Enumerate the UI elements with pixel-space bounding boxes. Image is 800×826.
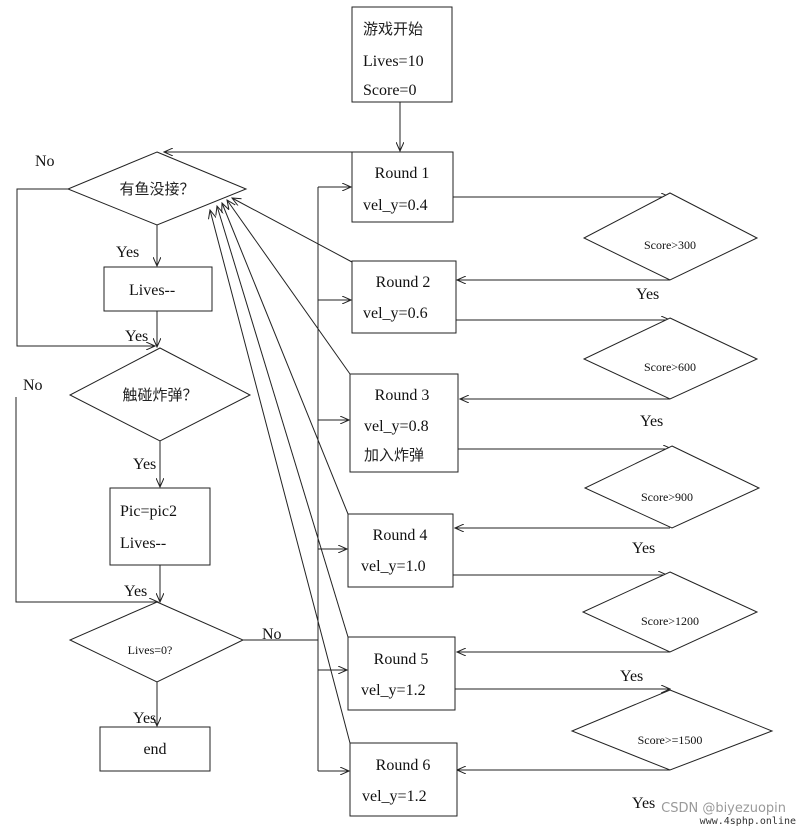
- edges: [15, 102, 672, 771]
- edge-round4-fish: [222, 203, 349, 515]
- label-pic-yes: Yes: [124, 583, 147, 600]
- label-fish-yes: Yes: [116, 244, 139, 261]
- score-check-1: Score>300: [582, 192, 759, 281]
- watermark: CSDN @biyezuopin www.4sphp.online: [661, 801, 796, 826]
- round-5-speed: vel_y=1.2: [361, 682, 426, 699]
- round-5: Round 5 vel_y=1.2: [347, 636, 456, 711]
- label-yes-livesminus: Yes: [125, 328, 148, 345]
- start-node: 游戏开始 Lives=10 Score=0: [351, 6, 453, 103]
- round-2-speed: vel_y=0.6: [363, 305, 428, 322]
- lives-decision: Lives=0?: [68, 601, 245, 683]
- score-check-5: Score>=1500: [570, 689, 774, 771]
- round-1-title: Round 1: [375, 165, 430, 182]
- round-3-speed: vel_y=0.8: [364, 418, 429, 435]
- score-check-4: Score>1200: [581, 571, 759, 653]
- score-check-5-label: Score>=1500: [638, 733, 703, 747]
- round-1-speed: vel_y=0.4: [363, 197, 428, 214]
- edge-round2-fish: [232, 198, 353, 263]
- bomb-decision: 触碰炸弹？: [68, 347, 252, 442]
- lives-minus-node: Lives--: [103, 266, 213, 312]
- pic-node: Pic=pic2 Lives--: [109, 487, 211, 566]
- round-4-title: Round 4: [373, 527, 428, 544]
- label-fish-no: No: [35, 153, 55, 170]
- watermark-sub: www.4sphp.online: [700, 816, 796, 826]
- label-score900-yes: Yes: [632, 540, 655, 557]
- edge-fish-no: [16, 188, 155, 346]
- round-2-title: Round 2: [376, 274, 431, 291]
- edge-round5-fish: [217, 206, 349, 638]
- fish-decision-label: 有鱼没接？: [119, 180, 194, 198]
- edge-labels: No Yes Yes No Yes Yes No Yes Yes Yes Yes…: [23, 153, 663, 812]
- round-3: Round 3 vel_y=0.8 加入炸弹: [349, 373, 459, 473]
- bomb-decision-label: 触碰炸弹？: [122, 386, 197, 404]
- score-check-2-label: Score>600: [644, 360, 696, 374]
- start-title: 游戏开始: [363, 20, 423, 38]
- round-3-extra: 加入炸弹: [364, 446, 424, 464]
- end-node: end: [99, 726, 211, 772]
- round-2: Round 2 vel_y=0.6: [351, 260, 457, 334]
- round-5-title: Round 5: [374, 651, 429, 668]
- score-check-1-label: Score>300: [644, 238, 696, 252]
- lives-minus-label: Lives--: [129, 282, 175, 299]
- label-score600-yes: Yes: [640, 413, 663, 430]
- pic-line2: Lives--: [120, 535, 166, 552]
- label-lives-yes: Yes: [133, 710, 156, 727]
- watermark-main: CSDN @biyezuopin: [661, 801, 786, 816]
- edge-round6-fish: [210, 210, 351, 744]
- label-bomb-no: No: [23, 377, 43, 394]
- round-6: Round 6 vel_y=1.2: [349, 742, 458, 817]
- label-lives-no: No: [262, 626, 282, 643]
- pic-line1: Pic=pic2: [120, 503, 177, 520]
- end-label: end: [143, 741, 166, 758]
- label-bomb-yes: Yes: [133, 456, 156, 473]
- start-score: Score=0: [363, 82, 416, 99]
- round-3-title: Round 3: [375, 387, 430, 404]
- round-4-speed: vel_y=1.0: [361, 558, 426, 575]
- round-6-speed: vel_y=1.2: [362, 788, 427, 805]
- label-score300-yes: Yes: [636, 286, 659, 303]
- round-6-title: Round 6: [376, 757, 431, 774]
- label-score1200-yes: Yes: [620, 668, 643, 685]
- edge-round3-fish: [227, 200, 351, 375]
- score-check-3-label: Score>900: [641, 490, 693, 504]
- score-check-2: Score>600: [582, 317, 759, 400]
- edge-bomb-no: [15, 397, 158, 602]
- fish-decision: 有鱼没接？: [66, 151, 248, 226]
- score-check-3: Score>900: [583, 445, 761, 529]
- round-1: Round 1 vel_y=0.4: [351, 151, 454, 223]
- label-score1500-yes: Yes: [632, 795, 655, 812]
- score-check-4-label: Score>1200: [641, 614, 699, 628]
- lives-decision-label: Lives=0?: [128, 643, 173, 657]
- start-lives: Lives=10: [363, 53, 424, 70]
- round-4: Round 4 vel_y=1.0: [347, 513, 454, 588]
